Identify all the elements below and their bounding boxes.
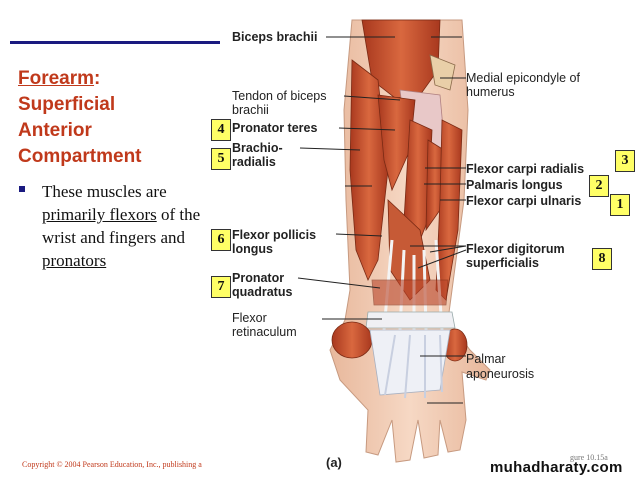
leader-lines: [297, 36, 467, 404]
number-badge-4: 4: [211, 119, 231, 141]
bullet-mid: of the wrist and fingers and: [42, 205, 201, 247]
label-palmar-2: aponeurosis: [466, 367, 535, 381]
bullet-pre: These muscles are: [42, 182, 167, 201]
label-flexor-pollicis-2: longus: [232, 242, 273, 256]
number-badge-2: 2: [589, 175, 609, 197]
thenar-muscle: [331, 321, 373, 359]
figure-note: gure 10.15a: [570, 453, 608, 462]
bullet-text: These muscles are primarily flexors of t…: [42, 180, 207, 272]
aponeurosis-bands: [384, 334, 443, 399]
title-colon: :: [94, 68, 101, 89]
label-flexor-carpi-ulnaris: Flexor carpi ulnaris: [466, 194, 582, 208]
title-line-3: Anterior: [18, 120, 92, 141]
title-line-1: Forearm: [18, 68, 95, 89]
title-line-4: Compartment: [18, 146, 142, 167]
number-badge-8: 8: [592, 248, 612, 270]
label-flexor-retinaculum-2: retinaculum: [232, 325, 297, 339]
bullet-square-icon: [19, 186, 25, 192]
label-pronator-quadratus-1: Pronator: [232, 271, 285, 285]
number-badge-6: 6: [211, 229, 231, 251]
bullet-emphasis-pronators: pronators: [42, 251, 107, 270]
label-medial-epicondyle: Medial epicondyle of humerus: [466, 71, 580, 99]
label-biceps-brachii: Biceps brachii: [232, 30, 318, 44]
label-palmaris-longus: Palmaris longus: [466, 178, 563, 192]
pronator-quadratus-muscle: [371, 279, 449, 306]
pronator-teres-muscle: [377, 94, 416, 192]
label-tendon-of-biceps: Tendon of biceps brachii: [232, 89, 327, 117]
number-badge-3: 3: [615, 150, 635, 172]
label-brachioradialis-1: Brachio-: [232, 141, 283, 155]
title-line-2: Superficial: [18, 94, 116, 115]
label-flexor-digitorum-1: Flexor digitorum: [466, 242, 565, 256]
label-pronator-teres: Pronator teres: [232, 121, 318, 135]
medial-epicondyle-shape: [429, 54, 456, 91]
panel-label: (a): [326, 455, 342, 470]
watermark-text: muhadharaty.com: [490, 459, 623, 476]
slide-title: Forearm: Superficial Anterior Compartmen…: [18, 66, 142, 170]
label-flexor-carpi-radialis: Flexor carpi radialis: [466, 162, 585, 176]
bullet-emphasis-flexors: primarily flexors: [42, 205, 157, 224]
label-palmar-1: Palmar: [466, 352, 506, 366]
title-underline-rule: [10, 41, 220, 44]
label-pronator-quadratus-2: quadratus: [232, 285, 293, 299]
number-badge-5: 5: [211, 148, 231, 170]
copyright-text: Copyright © 2004 Pearson Education, Inc.…: [22, 460, 202, 469]
flexor-retinaculum-shape: [365, 311, 456, 329]
label-flexor-digitorum-2: superficialis: [466, 256, 539, 270]
label-flexor-retinaculum-1: Flexor: [232, 311, 267, 325]
label-brachioradialis-2: radialis: [232, 155, 276, 169]
number-badge-7: 7: [211, 276, 231, 298]
palmar-aponeurosis-shape: [369, 329, 451, 396]
number-badge-1: 1: [610, 194, 630, 216]
label-flexor-pollicis-1: Flexor pollicis: [232, 228, 317, 242]
